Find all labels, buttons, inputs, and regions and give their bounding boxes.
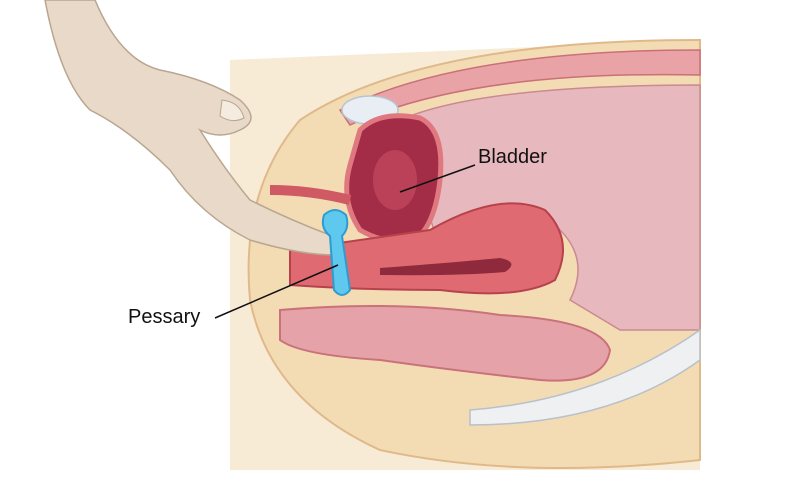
bladder-leader-line bbox=[399, 164, 476, 193]
thumb-nail bbox=[219, 99, 245, 122]
pessary-leader-line bbox=[214, 264, 339, 319]
uterine-cavity bbox=[380, 258, 512, 276]
pessary-label: Pessary bbox=[128, 306, 201, 328]
spine bbox=[469, 328, 701, 426]
abdominal-wall bbox=[338, 49, 701, 126]
rectum bbox=[279, 305, 612, 382]
bladder-highlight bbox=[373, 150, 417, 210]
pessary bbox=[321, 209, 352, 296]
hand bbox=[44, 0, 340, 256]
bladder-label: Bladder bbox=[478, 146, 547, 168]
urethra bbox=[269, 185, 352, 205]
